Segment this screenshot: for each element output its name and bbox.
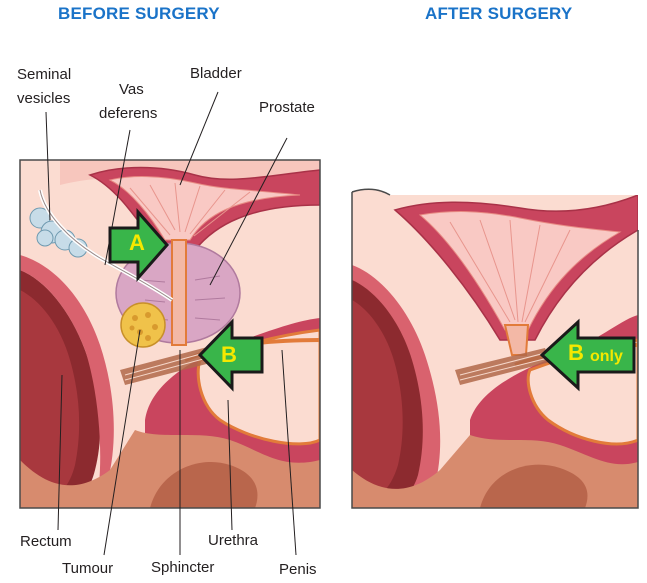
label-urethra: Urethra [208, 532, 259, 549]
arrow-b-label: B [221, 342, 237, 367]
before-surgery-heading: BEFORE SURGERY [58, 4, 220, 23]
arrow-b [197, 318, 264, 392]
tumour-texture [129, 312, 158, 341]
prostate-texture [139, 275, 226, 321]
bladder [108, 176, 301, 241]
label-seminal-vesicles-line2: vesicles [17, 90, 71, 107]
bladder-after [418, 211, 622, 331]
label-bladder: Bladder [190, 65, 242, 82]
label-vas-deferens-line1: Vas [119, 81, 144, 98]
label-prostate: Prostate [259, 99, 315, 116]
label-tumour: Tumour [62, 560, 114, 577]
bladder-folds-after [449, 219, 571, 323]
label-sphincter: Sphincter [151, 559, 215, 576]
arrow-a-label: A [129, 230, 145, 255]
prostatic-urethra [171, 239, 187, 346]
seminal-vesicles [29, 207, 88, 258]
perineum-shadow-after [480, 464, 588, 508]
label-rectum: Rectum [20, 533, 72, 550]
arrow-b-after-label: B [568, 340, 584, 365]
rectum-highlight-after [352, 300, 403, 502]
tumour [120, 302, 166, 348]
arrow-b-after [539, 318, 636, 392]
rectum-highlight [20, 290, 80, 502]
sphincter-fibers-after [459, 352, 549, 381]
label-penis: Penis [279, 561, 317, 578]
arrow-only-label: only [590, 348, 623, 365]
arrow-a [108, 208, 169, 282]
before-surgery-diagram [19, 91, 321, 556]
after-surgery-heading: AFTER SURGERY [425, 4, 573, 23]
label-seminal-vesicles-line1: Seminal [17, 66, 72, 83]
after-surgery-diagram [351, 188, 639, 509]
label-vas-deferens-line2: deferens [99, 105, 158, 122]
bladder-folds [129, 182, 251, 237]
